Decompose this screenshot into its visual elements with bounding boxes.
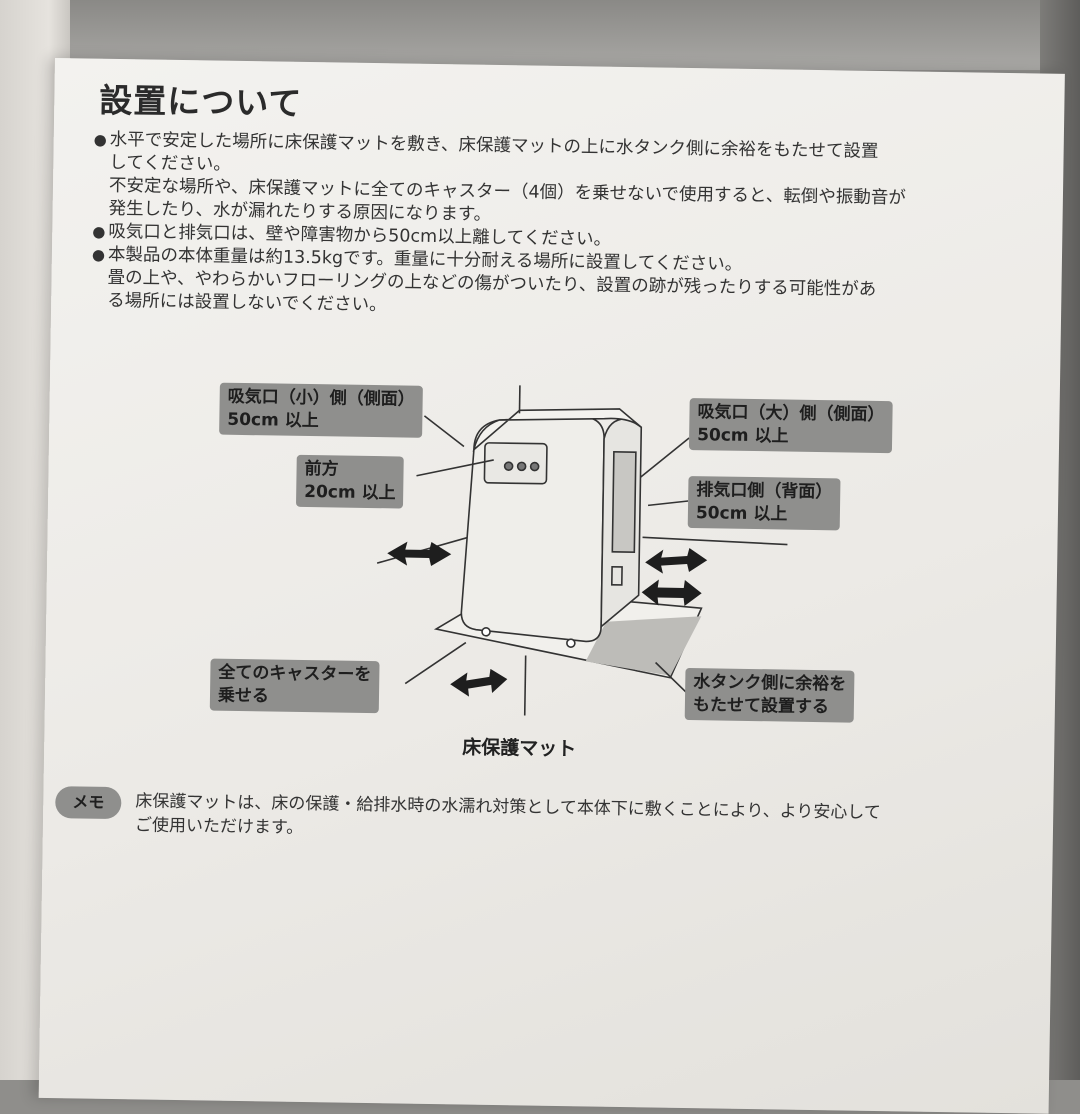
- manual-page: 設置について ● 水平で安定した場所に床保護マットを敷き、床保護マットの上に水タ…: [39, 58, 1065, 1114]
- floor-line-left: [377, 533, 477, 565]
- side-grill: [612, 452, 636, 552]
- leader-intake-large: [640, 437, 689, 478]
- floor-line-right: [642, 537, 787, 544]
- callout-intake-large: 吸気口（大）側（側面） 50cm 以上: [689, 398, 893, 453]
- memo-badge: メモ: [55, 786, 121, 819]
- callout-intake-small: 吸気口（小）側（側面） 50cm 以上: [219, 383, 423, 438]
- leader-intake-small: [424, 416, 464, 447]
- caster-front-left: [482, 628, 490, 636]
- leader-casters: [405, 642, 466, 685]
- leader-exhaust: [648, 500, 688, 506]
- control-knob-2: [518, 462, 526, 470]
- callout-casters: 全てのキャスターを 乗せる: [210, 659, 380, 714]
- callout-water-tank: 水タンク側に余裕を もたせて設置する: [685, 668, 855, 723]
- arrow-front: [450, 668, 507, 697]
- floor-mat-label: 床保護マット: [462, 732, 576, 761]
- leader-mat: [525, 655, 526, 715]
- control-knob-1: [505, 462, 513, 470]
- callout-exhaust: 排気口側（背面） 50cm 以上: [688, 476, 841, 530]
- installation-diagram: [39, 58, 1065, 1114]
- caster-front-right: [567, 639, 575, 647]
- arrow-right-side: [645, 547, 707, 574]
- control-knob-3: [531, 463, 539, 471]
- arrow-back: [641, 579, 701, 606]
- tank-handle: [612, 567, 622, 585]
- callout-front: 前方 20cm 以上: [296, 455, 404, 509]
